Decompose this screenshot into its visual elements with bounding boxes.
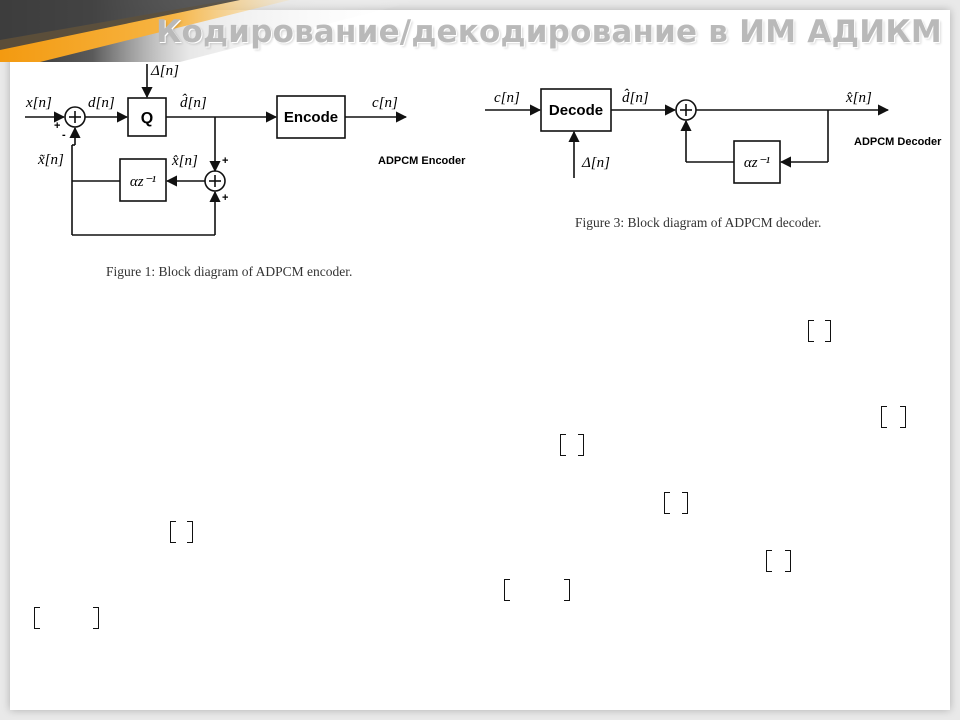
- slide-title: Кодирование/декодирование в ИМ АДИКМ: [156, 14, 942, 50]
- decoder-caption: Figure 3: Block diagram of ADPCM decoder…: [575, 215, 822, 230]
- encoder-sign-plus-2: +: [222, 155, 228, 167]
- quantizer-label: Q: [141, 110, 153, 127]
- encoder-xhat-label: x̂[n]: [171, 153, 198, 169]
- encoder-caption: Figure 1: Block diagram of ADPCM encoder…: [106, 264, 353, 279]
- encoder-xtilde-label: x̃[n]: [37, 152, 64, 168]
- encoder-dhat-label: d̂[n]: [180, 94, 207, 111]
- accent-decoration: [0, 0, 420, 62]
- encoder-x-label: x[n]: [25, 95, 52, 111]
- encoder-delay-block: [119, 158, 167, 202]
- decode-label: Decode: [549, 102, 603, 119]
- encoder-c-label: c[n]: [372, 95, 398, 111]
- decoder-delta-label: Δ[n]: [581, 155, 610, 171]
- encoder-delay-label: αz⁻¹: [130, 174, 157, 190]
- encode-label: Encode: [284, 109, 338, 126]
- encoder-title: ADPCM Encoder: [378, 155, 466, 167]
- encoder-delta-label: Δ[n]: [150, 63, 179, 79]
- decoder-diagram: c[n] Decode d̂[n] x̂[n] Δ[n] αz⁻¹ ADPCM …: [485, 88, 942, 184]
- decoder-xhat-label: x̂[n]: [845, 90, 872, 106]
- encoder-sign-minus-1: -: [62, 129, 66, 141]
- encoder-diagram: x[n] d[n] Δ[n] d̂[n] c[n] x̃[n] x̂[n] Q …: [25, 63, 466, 236]
- encoder-sign-plus-3: +: [222, 192, 228, 204]
- encoder-sign-plus-1: +: [54, 120, 60, 132]
- encoder-d-label: d[n]: [88, 95, 115, 111]
- decoder-c-label: c[n]: [494, 90, 520, 106]
- decoder-delay-label: αz⁻¹: [744, 155, 771, 171]
- decoder-title: ADPCM Decoder: [854, 136, 942, 148]
- decoder-dhat-label: d̂[n]: [622, 89, 649, 106]
